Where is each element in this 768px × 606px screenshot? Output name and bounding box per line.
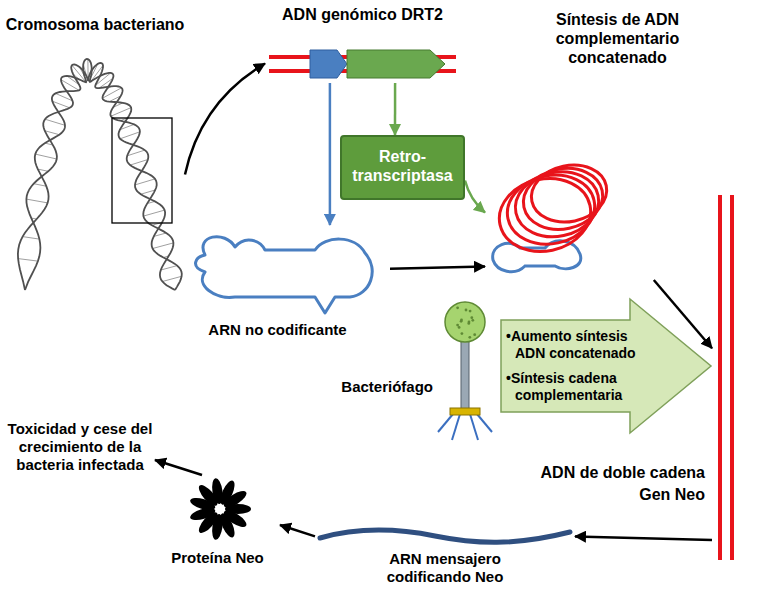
capsid-dot	[471, 319, 474, 322]
flow-arrow	[280, 525, 315, 536]
helix-rungs	[18, 59, 182, 290]
dsdna-band: ADN de doble cadenaGen Neo	[712, 195, 740, 560]
flow-arrow	[329, 83, 332, 225]
capsid-dot	[473, 333, 476, 336]
rna-node: ARN no codificante	[165, 225, 390, 350]
capsid-dot	[469, 310, 472, 313]
dna-helix	[18, 59, 182, 290]
cdna-synthesis: Síntesis de ADN complementario concatena…	[485, 10, 710, 280]
flow-arrow	[465, 181, 485, 213]
node-text: ADN de doble cadena	[517, 463, 705, 482]
highlight-frame	[112, 118, 172, 223]
node-text: ARN no codificante	[165, 321, 390, 339]
node-text: ARN mensajero codificando Neo	[365, 550, 525, 586]
enzyme-box: Retro- transcriptasa	[340, 135, 465, 200]
node-text: •Aumento síntesis ADN concatenado	[506, 328, 656, 362]
flow-arrow	[390, 267, 485, 269]
flow-arrow	[155, 460, 202, 475]
capsid-dot	[458, 326, 461, 329]
node-text: Gen Neo	[517, 485, 705, 504]
figure-label: Bacteriófago	[325, 378, 433, 396]
capsid-dot	[465, 309, 468, 312]
outcome-text: Toxicidad y cese del crecimiento de la b…	[5, 420, 155, 500]
mrna-node: ARN mensajero codificando Neo	[315, 520, 575, 602]
capsid-dot	[470, 316, 473, 319]
node-text: ADN genómico DRT2	[265, 5, 460, 24]
process-arrow: •Aumento síntesis ADN concatenado •Síntes…	[500, 298, 712, 434]
flow-arrow	[394, 83, 397, 135]
node-text: •Síntesis cadena complementaria	[506, 370, 656, 404]
flow-arrow	[575, 536, 712, 540]
capsid-dot	[468, 336, 471, 339]
capsid-dot	[467, 322, 470, 325]
capsid-dot	[460, 319, 463, 322]
capsid-dot	[456, 306, 459, 309]
gene-locus: ADN genómico DRT2	[265, 5, 460, 83]
node-text: Cromosoma bacteriano	[5, 15, 185, 34]
node-text: Proteína Neo	[160, 549, 275, 567]
node-text: Retro- transcriptasa	[342, 147, 463, 185]
node-text: Síntesis de ADN complementario concatena…	[525, 10, 710, 68]
node-text: Toxicidad y cese del crecimiento de la b…	[5, 420, 155, 474]
node-shape	[500, 298, 712, 434]
flow-arrow	[185, 64, 265, 175]
bacteriophage	[438, 302, 492, 440]
helix-strand	[18, 63, 175, 290]
node-shape	[712, 195, 740, 560]
capsid-dot	[456, 324, 459, 327]
helix-strand	[25, 59, 182, 290]
protein-node: Proteína Neo	[160, 475, 280, 575]
illustration-group: Cromosoma bacteriano	[5, 15, 185, 305]
capsid-dot	[461, 332, 464, 335]
